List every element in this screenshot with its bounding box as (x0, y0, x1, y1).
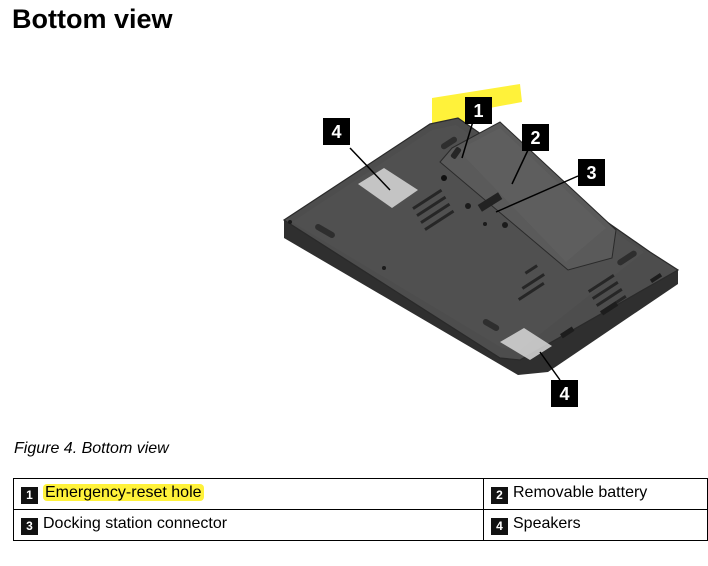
legend-item-4: 4 Speakers (483, 509, 708, 541)
figure-caption: Figure 4. Bottom view (14, 440, 169, 457)
svg-text:4: 4 (331, 122, 341, 142)
callout-4-top: 4 (323, 118, 350, 145)
callout-2: 2 (522, 124, 549, 151)
docking-connector (477, 192, 503, 212)
page-title: Bottom view (12, 4, 173, 34)
legend-label: Docking station connector (43, 515, 228, 532)
callout-1: 1 (465, 97, 492, 124)
legend-label: Emergency-reset hole (43, 484, 204, 501)
laptop-bottom-illustration: 1 2 3 4 4 (282, 84, 680, 407)
svg-text:2: 2 (530, 128, 540, 148)
legend-label: Removable battery (513, 484, 648, 501)
svg-text:1: 1 (473, 101, 483, 121)
legend-table: 1 Emergency-reset hole 2 Removable battery… (13, 478, 708, 541)
table-row: 1 Emergency-reset hole 2 Removable battery (13, 478, 708, 510)
callout-4-bottom: 4 (551, 380, 578, 407)
callout-number: 2 (491, 487, 508, 504)
svg-text:4: 4 (559, 384, 569, 404)
svg-text:3: 3 (586, 163, 596, 183)
legend-label: Speakers (513, 515, 581, 532)
legend-item-2: 2 Removable battery (483, 478, 708, 510)
callout-number: 3 (21, 518, 38, 535)
callout-3: 3 (578, 159, 605, 186)
legend-item-3: 3 Docking station connector (13, 509, 484, 541)
callout-number: 4 (491, 518, 508, 535)
reset-hole (441, 175, 447, 181)
legend-item-1: 1 Emergency-reset hole (13, 478, 484, 510)
table-row: 3 Docking station connector 4 Speakers (13, 509, 708, 541)
speaker-grille-right (500, 328, 552, 360)
callout-number: 1 (21, 487, 38, 504)
